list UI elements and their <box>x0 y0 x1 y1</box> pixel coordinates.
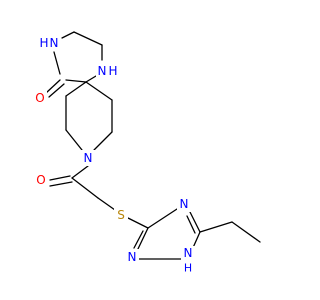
atom-label-n-lactam: H <box>39 36 48 50</box>
atom-label-n-triazole-nh-hydrogen: H <box>184 262 192 275</box>
bond-pip-right-spiro <box>85 81 113 101</box>
atom-label-n-triazole-left: N <box>128 250 137 264</box>
bond-acyl-c-o-b <box>49 181 73 187</box>
bond-spiro-carbonyl <box>65 79 87 83</box>
atom-label-o-acyl: O <box>36 173 45 187</box>
bond-c5-n-top-b <box>186 215 196 234</box>
atom-o-acyl: O <box>34 172 48 188</box>
bond-carbonyl-n-lactam <box>53 51 61 75</box>
atom-label-o-ring: O <box>35 91 44 105</box>
atom-label-n-lactam-element: N <box>50 36 59 50</box>
atom-n-triazole-left: N <box>125 249 139 265</box>
atom-label-n-piperidine: N <box>84 151 93 165</box>
bond-c3-n-left-b <box>133 230 144 249</box>
atom-label-n-triazole-top: N <box>180 197 189 211</box>
bond-spiro-pip-left <box>65 81 87 97</box>
bond-n-pip-pip-br <box>93 131 113 151</box>
atom-n-triazole-top: N <box>177 196 191 212</box>
bond-pip-bl-n-pip <box>65 129 83 151</box>
bond-carbonyl-o-a <box>45 79 61 94</box>
bond-ch2-ch3 <box>231 221 261 243</box>
bond-ch2-top-ch2-right <box>73 31 103 46</box>
atom-s-link: S <box>114 207 128 223</box>
atom-n-triazole-nh: N H <box>181 246 195 276</box>
bond-c3-n-top <box>147 208 178 229</box>
bond-layer <box>45 31 261 260</box>
atom-label-s-link: S <box>117 208 125 222</box>
atom-label-n-triazole-nh: N <box>184 246 193 260</box>
atom-label-layer: H N N H O N O S <box>33 35 195 276</box>
chemical-structure-diagram: H N N H O N O S <box>33 31 261 276</box>
bond-n-amine-spiro <box>85 75 97 83</box>
bond-acyl-c-ch2 <box>71 177 99 199</box>
bond-carbonyl-o-b <box>48 83 65 98</box>
bond-acyl-c-o-a <box>49 175 71 181</box>
bond-c3-n-left-a <box>136 227 149 252</box>
bond-ch2-s <box>97 197 116 211</box>
bond-c5-n-top-a <box>189 211 201 233</box>
bond-s-triazole-c3 <box>127 217 149 229</box>
atom-label-n-amine-hydrogen: H <box>108 64 117 78</box>
atom-n-lactam: H N <box>35 35 61 51</box>
atom-n-piperidine: N <box>81 150 95 166</box>
bond-n-pip-carbonyl-c <box>71 165 89 179</box>
atom-label-n-amine: N <box>98 64 107 78</box>
atom-n-amine: N H <box>96 63 122 79</box>
atom-o-ring-carbonyl: O <box>33 90 47 106</box>
bond-c5-ch2 <box>199 221 233 233</box>
bond-nh-ch2-top <box>61 31 75 39</box>
